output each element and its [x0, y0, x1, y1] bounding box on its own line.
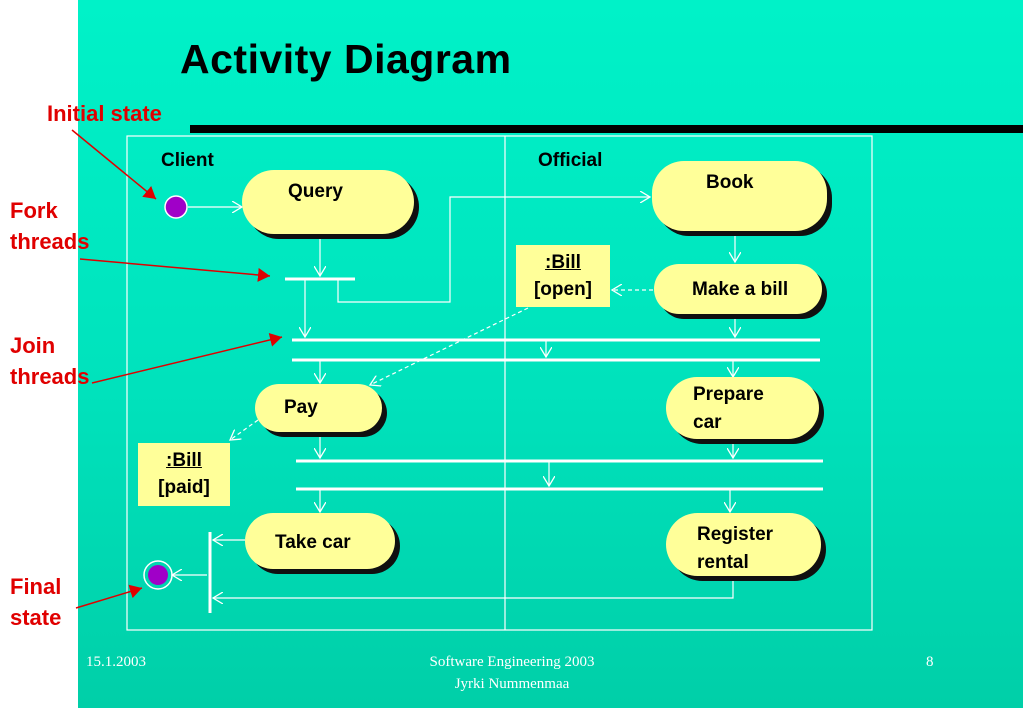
- initial-node: [164, 195, 188, 219]
- activity-query: Query: [242, 170, 414, 234]
- swimlane-frame: [126, 135, 873, 631]
- footer-course: Software Engineering 2003: [429, 654, 595, 670]
- activity-take-car-label: Take car: [275, 532, 351, 553]
- annotation-join-threads: Join threads: [10, 330, 89, 392]
- title-underline-bar: [190, 125, 1023, 133]
- annotation-initial-state: Initial state: [47, 101, 162, 126]
- annotation-arrow-final: [75, 584, 143, 609]
- activity-make-bill: Make a bill: [654, 264, 822, 314]
- annotation-final-state: Final state: [10, 571, 61, 633]
- object-bill-paid: :Bill [paid]: [138, 443, 230, 506]
- annotation-join-line1: Join: [10, 333, 56, 358]
- swimlane-label-official: Official: [538, 150, 603, 171]
- activity-query-label: Query: [288, 181, 343, 202]
- activity-prepare-car-line1: Prepare: [693, 384, 764, 405]
- annotation-final-line1: Final: [10, 574, 62, 599]
- final-node-dot: [148, 565, 168, 585]
- annotation-fork-line1: Fork: [10, 198, 58, 223]
- footer-author: Jyrki Nummenmaa: [454, 676, 570, 692]
- activity-book-label: Book: [706, 172, 754, 193]
- swimlane-label-client: Client: [161, 150, 214, 171]
- object-bill-paid-name: :Bill: [166, 450, 202, 471]
- activity-prepare-car-line2: car: [693, 412, 722, 433]
- annotation-fork-line2: threads: [10, 229, 90, 254]
- footer-date: 15.1.2003: [86, 654, 146, 670]
- object-bill-open-name: :Bill: [545, 252, 581, 273]
- activity-pay: Pay: [255, 384, 382, 432]
- activity-register-rental: Register rental: [666, 513, 821, 576]
- annotation-arrow-initial: [71, 129, 157, 200]
- final-node-ring: [143, 560, 173, 590]
- object-bill-open: :Bill [open]: [516, 245, 610, 307]
- objectflow-pay-to-bill-paid: [230, 419, 259, 440]
- footer-page-number: 8: [926, 654, 934, 670]
- activity-register-rental-line1: Register: [697, 524, 774, 545]
- object-bill-paid-state: [paid]: [158, 477, 210, 498]
- activity-take-car: Take car: [245, 513, 395, 569]
- activity-prepare-car: Prepare car: [666, 377, 819, 439]
- flow-register-to-join: [213, 578, 734, 598]
- annotation-arrow-join: [91, 333, 283, 384]
- annotation-arrow-fork: [79, 258, 271, 282]
- activity-register-rental-line2: rental: [697, 552, 749, 573]
- annotation-final-line2: state: [10, 605, 62, 630]
- slide-title: Activity Diagram: [180, 36, 512, 82]
- activity-make-bill-label: Make a bill: [692, 279, 789, 300]
- annotation-fork-threads: Fork threads: [10, 195, 89, 257]
- object-bill-open-state: [open]: [533, 279, 593, 300]
- annotation-join-line2: threads: [10, 364, 90, 389]
- objectflow-bill-open-to-pay: [370, 307, 529, 385]
- activity-pay-label: Pay: [284, 397, 318, 418]
- activity-book: Book: [652, 161, 827, 231]
- flow-fork-to-book: [337, 197, 650, 303]
